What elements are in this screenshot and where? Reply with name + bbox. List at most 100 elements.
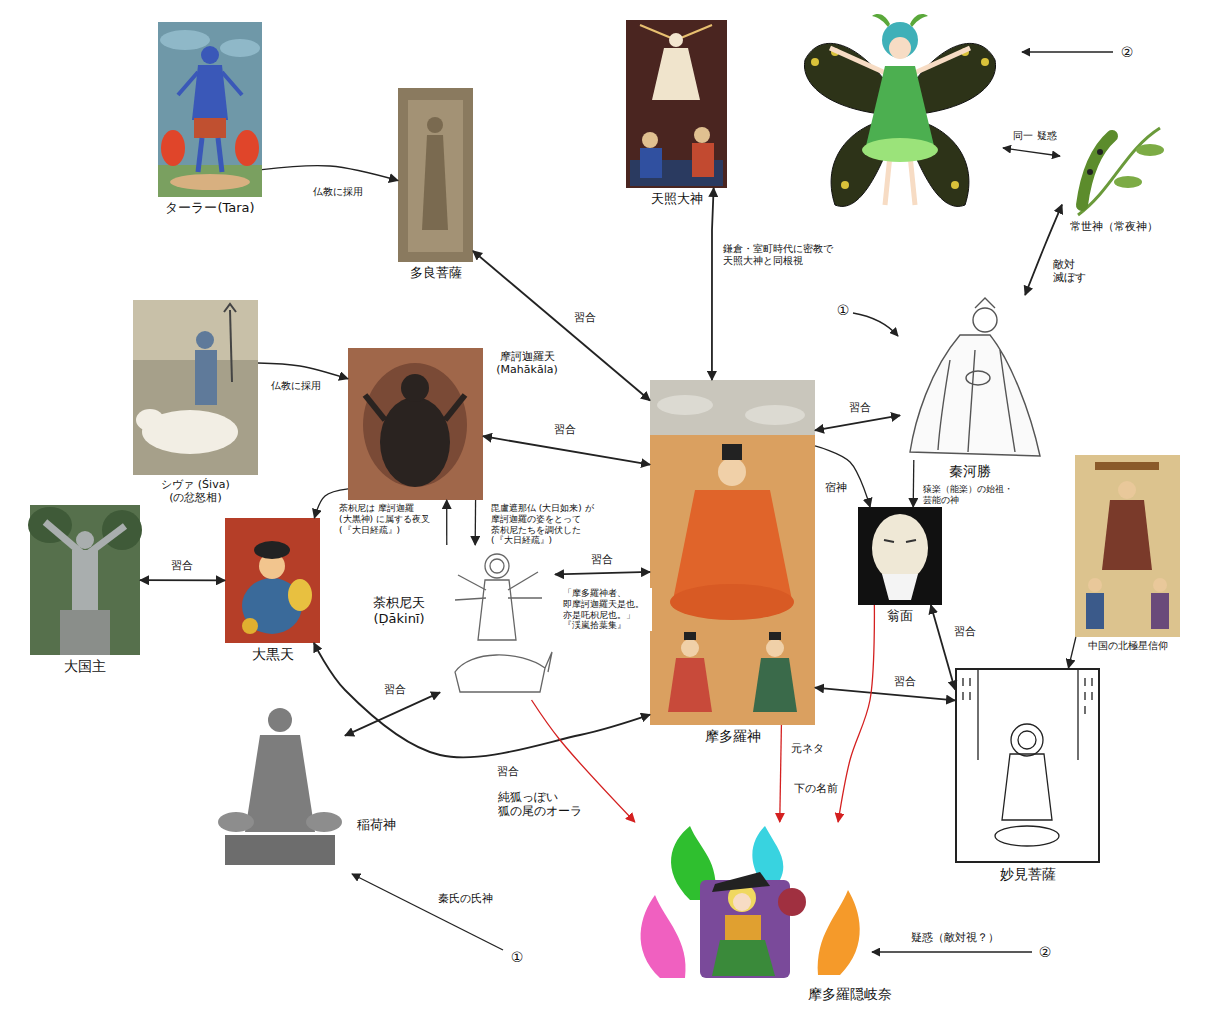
connector [473, 251, 650, 401]
callout-label: 秦氏の氏神 [437, 892, 494, 905]
shiva-picture [196, 331, 214, 349]
hata-no-kawakatsu-drawing [968, 350, 975, 452]
matarajin-painting [722, 444, 742, 460]
inari-statue-picture [225, 835, 335, 865]
dakini-drawing [545, 652, 552, 672]
hata-no-kawakatsu-drawing [910, 335, 1040, 456]
myoken-woodcut [956, 669, 1099, 862]
butterfly-character [889, 37, 911, 59]
matarajin-painting [668, 658, 712, 712]
edge-label: 仏教に採用 [270, 380, 322, 392]
myoken-woodcut [1077, 669, 1078, 760]
picture-node: 摩訶迦羅天 (Mahākāla) [348, 348, 483, 500]
callout-label: 同一 疑惑 [1012, 130, 1057, 142]
okina-character [700, 880, 790, 978]
polaris-belief-picture [1118, 481, 1136, 499]
matarajin-painting [650, 380, 815, 435]
caterpillar-picture [1097, 149, 1103, 155]
hata-no-kawakatsu-drawing [938, 360, 950, 450]
edge-label: 純狐っぽい 狐の尾のオーラ [497, 790, 583, 819]
matarajin-painting [650, 380, 815, 725]
picture-node: 翁面 [858, 507, 942, 605]
butterfly-character [885, 155, 890, 205]
node-caption: 翁面 [887, 608, 913, 624]
caption: 摩多羅隠岐奈 [795, 986, 905, 1003]
callout-arrow [872, 951, 1032, 952]
polaris-belief-picture [1075, 455, 1180, 637]
dakini-drawing [490, 559, 504, 573]
picture-node: 大国主 [30, 505, 140, 655]
connector [712, 188, 714, 380]
okuninushi-picture [72, 550, 98, 610]
callout-arrow [1022, 51, 1113, 52]
inari-statue-picture [306, 812, 342, 832]
butterfly-character [981, 58, 989, 66]
hata-no-kawakatsu-drawing [966, 371, 990, 385]
node-caption: 常世神（常夜神） [1070, 220, 1158, 233]
matarajin-painting [753, 658, 797, 712]
picture-node: 中国の北極星信仰 [1075, 455, 1180, 637]
caption: 翁面 [887, 608, 913, 624]
shiva-picture [133, 300, 258, 475]
inari-statue-picture [268, 708, 292, 732]
picture-node: 摩多羅隠岐奈 [628, 822, 868, 982]
tara-picture [201, 46, 219, 64]
node-caption: 多良菩薩 [410, 265, 462, 281]
shiva-picture [133, 300, 258, 475]
caption: 多良菩薩 [410, 265, 462, 281]
node-caption: 大国主 [64, 658, 106, 675]
okuninushi-picture [60, 610, 110, 655]
okuninushi-picture [30, 505, 140, 655]
mahakala-picture [445, 395, 465, 420]
connector [483, 436, 650, 464]
mahakala-picture [363, 363, 467, 487]
butterfly-character [865, 66, 935, 150]
node-caption: 秦河勝 [949, 463, 991, 480]
butterfly-character [910, 14, 928, 27]
caption: 稲荷神 [351, 817, 401, 833]
edge-label: 習合 [383, 683, 407, 696]
tara-picture [198, 138, 202, 172]
myoken-woodcut [1011, 724, 1043, 756]
amaterasu-picture [640, 148, 662, 178]
node-caption: 中国の北極星信仰 [1088, 640, 1168, 652]
callout-label: ① [836, 302, 851, 319]
edge-label: 習合 [573, 311, 597, 324]
matarajin-painting [745, 405, 805, 425]
picture-node: 稲荷神 [215, 695, 345, 870]
myoken-woodcut [995, 826, 1059, 846]
connector [258, 363, 348, 379]
caption: 妙見菩薩 [1000, 866, 1056, 883]
edge-label: 習合 [953, 625, 977, 638]
okina-mask-picture [858, 507, 942, 605]
daikokuten-picture [225, 518, 320, 643]
node-caption: 大黒天 [252, 646, 294, 663]
connector [314, 643, 650, 757]
tara-bodhisattva-picture [408, 100, 463, 252]
edge-label: 宿神 [824, 481, 848, 494]
connector [475, 500, 477, 545]
caption: シヴァ (Śiva)(の忿怒相) [161, 478, 229, 504]
amaterasu-picture [692, 143, 714, 177]
hata-no-kawakatsu-drawing [910, 298, 1040, 456]
matarajin-painting [681, 639, 699, 657]
callout-label: ② [1120, 44, 1135, 61]
myoken-woodcut [963, 678, 1092, 714]
inari-statue-picture [245, 735, 315, 832]
caterpillar-picture [1078, 128, 1164, 215]
caption: 大国主 [64, 658, 106, 675]
myoken-woodcut [956, 669, 1099, 862]
tara-picture [222, 72, 242, 95]
butterfly-character [811, 58, 819, 66]
dakini-drawing [455, 554, 552, 692]
shiva-picture [230, 310, 232, 382]
matarajin-painting [684, 632, 696, 640]
edge-label: 仏教に採用 [312, 186, 364, 198]
butterfly-character [830, 48, 890, 75]
callout-arrow [853, 313, 898, 336]
caterpillar-picture [1078, 128, 1160, 215]
okina-character [733, 893, 751, 911]
caption: ターラー(Tara) [165, 200, 254, 216]
okina-character [778, 888, 806, 916]
